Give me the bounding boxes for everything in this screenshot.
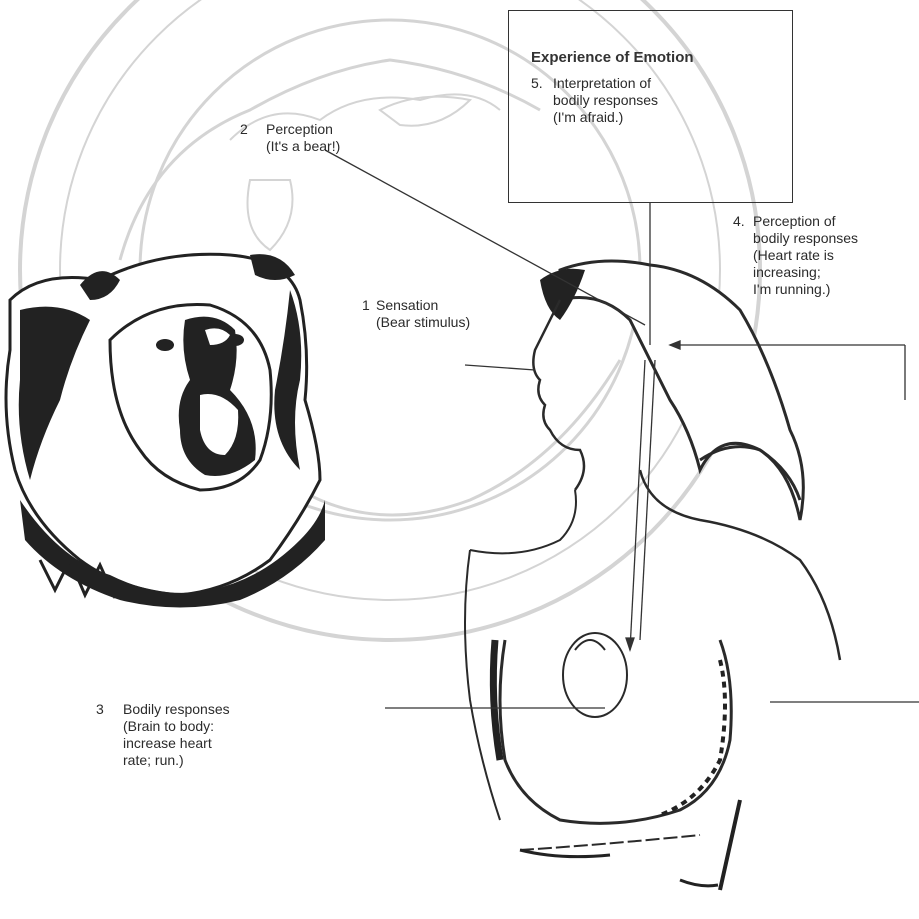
person-illustration — [465, 261, 840, 890]
step-3-line: rate; run.) — [123, 752, 230, 769]
step-3-number: 3 — [96, 701, 104, 718]
step-2-number: 2 — [240, 121, 248, 138]
step-2-line: Perception — [266, 121, 340, 138]
step-3-line: Bodily responses — [123, 701, 230, 718]
brain-to-body-connector — [630, 360, 645, 650]
step-1-number: 1 — [362, 297, 370, 314]
step-3-line: increase heart — [123, 735, 230, 752]
bear-illustration — [6, 254, 325, 607]
step-4-line: bodily responses — [753, 230, 858, 247]
step-1-line: Sensation — [376, 297, 470, 314]
experience-title: Experience of Emotion — [531, 49, 694, 66]
step-5-number: 5. — [531, 75, 543, 92]
step-4-line: Perception of — [753, 213, 858, 230]
step-4-line: (Heart rate is — [753, 247, 858, 264]
step-5-line: bodily responses — [553, 92, 658, 109]
step-4-line: I'm running.) — [753, 281, 858, 298]
sensation-connector — [465, 365, 535, 370]
step-4-line: increasing; — [753, 264, 858, 281]
step-1-line: (Bear stimulus) — [376, 314, 470, 331]
experience-of-emotion-box: Experience of Emotion 5. Interpretation … — [508, 10, 793, 203]
step-5-line: (I'm afraid.) — [553, 109, 658, 126]
step-2-line: (It's a bear!) — [266, 138, 340, 155]
step-4-number: 4. — [733, 213, 745, 230]
step-3-line: (Brain to body: — [123, 718, 230, 735]
step-5-line: Interpretation of — [553, 75, 658, 92]
